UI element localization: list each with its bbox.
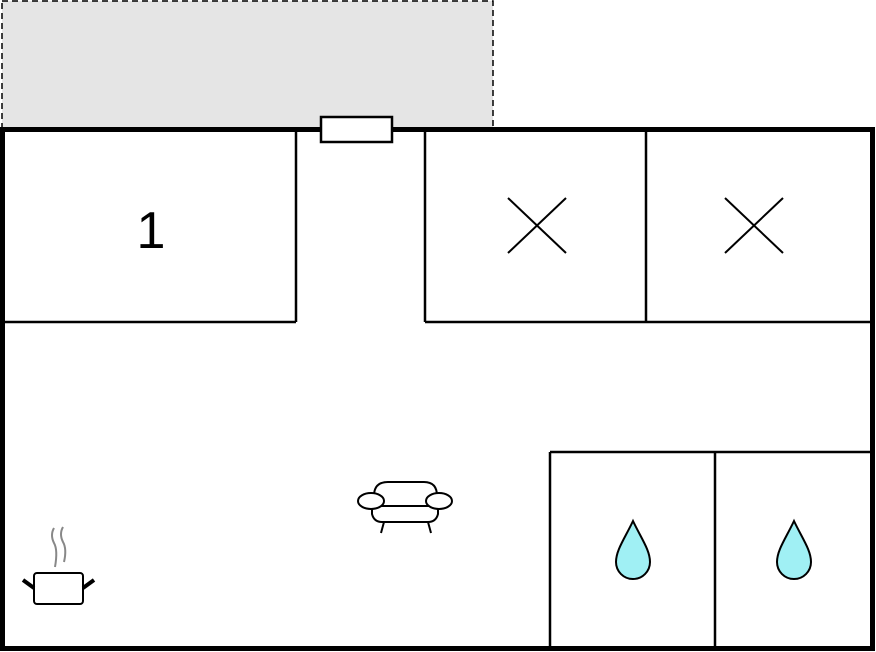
cross-icon bbox=[724, 197, 784, 254]
sofa-icon bbox=[357, 481, 453, 534]
bathroom-1 bbox=[548, 450, 871, 648]
water-drop-icon bbox=[614, 518, 652, 580]
window-icon bbox=[319, 115, 394, 144]
room-x-1 bbox=[423, 130, 871, 324]
cross-icon bbox=[507, 197, 567, 254]
water-drop-icon bbox=[775, 518, 813, 580]
outer-wall bbox=[0, 127, 875, 651]
room-number-label: 1 bbox=[137, 202, 166, 260]
room-bedroom-1: 1 bbox=[4, 130, 298, 324]
room-x-2 bbox=[644, 130, 784, 322]
terrace-area bbox=[1, 0, 494, 130]
cooking-pot-icon bbox=[21, 526, 96, 605]
bathroom-2 bbox=[713, 452, 813, 648]
